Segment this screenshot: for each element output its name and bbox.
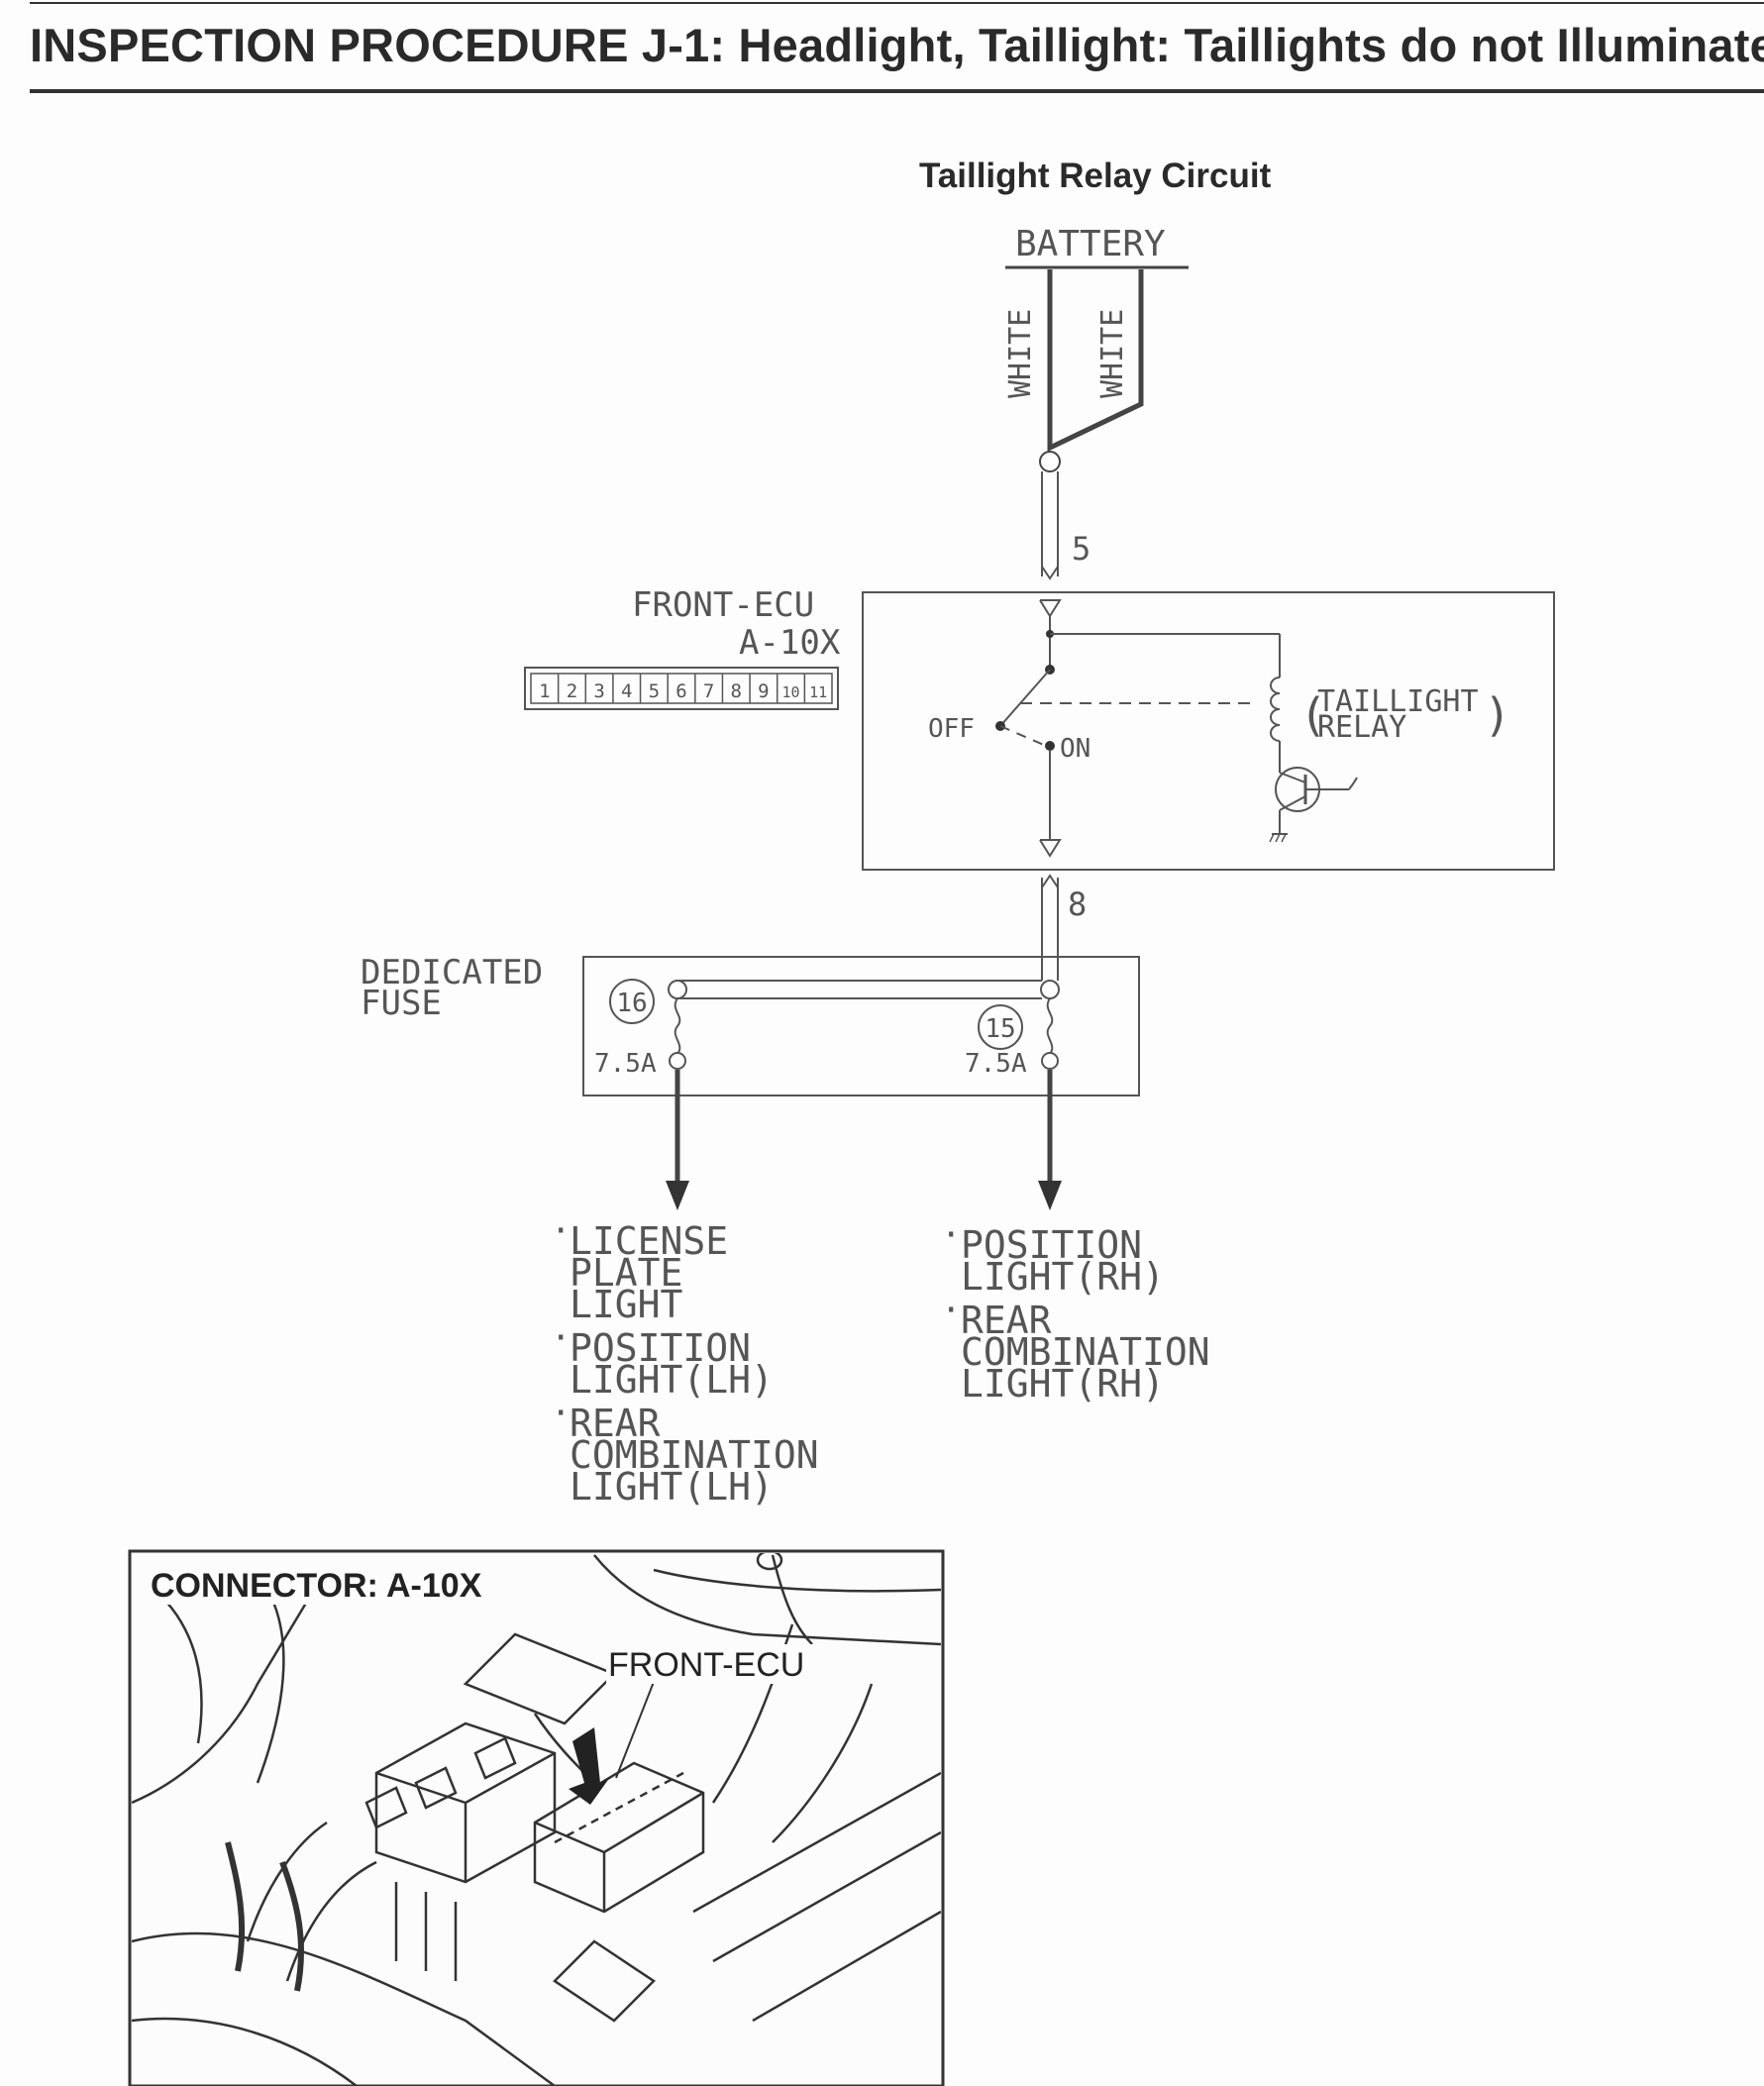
load-text: REAR <box>570 1402 661 1445</box>
load-text: COMBINATION <box>961 1330 1210 1374</box>
junction-node <box>1039 451 1061 472</box>
connector-pin-number: 4 <box>621 680 632 702</box>
header-rule-bottom <box>30 89 1764 93</box>
wire-label-right: WHITE <box>1095 309 1130 398</box>
page-title: INSPECTION PROCEDURE J-1: Headlight, Tai… <box>30 19 1764 71</box>
bullet-icon: · <box>941 1215 961 1255</box>
connector-pin-number: 10 <box>782 683 800 701</box>
connector-pin-number: 11 <box>809 683 827 701</box>
photo-title-backdrop <box>144 1561 520 1605</box>
connector-pointer-arrow-icon <box>569 1727 610 1805</box>
switch-blade <box>999 669 1051 727</box>
fuse-box-label-line2: FUSE <box>361 984 442 1023</box>
connector-pin-number: 5 <box>649 680 660 702</box>
load-text: COMBINATION <box>570 1433 819 1477</box>
loads-right: · POSITION LIGHT(RH) · REAR COMBINATION … <box>941 1215 1210 1406</box>
pin-5-marker <box>1041 566 1059 580</box>
dedicated-fuse-box <box>582 956 1140 1096</box>
front-ecu-box <box>862 591 1555 871</box>
pin-8-marker <box>1041 874 1059 888</box>
load-text: POSITION <box>961 1223 1142 1267</box>
fuse-15-terminal <box>1041 1052 1059 1070</box>
ground-icon <box>1269 833 1288 843</box>
ecu-input-marker <box>1039 599 1062 618</box>
photo-title: CONNECTOR: A-10X <box>151 1567 482 1605</box>
relay-driver-transistor <box>1275 767 1358 834</box>
load-text: LICENSE <box>570 1219 728 1263</box>
fuse-15-number: 15 <box>985 1014 1015 1044</box>
relay-label-line1: TAILLIGHT <box>1317 684 1479 719</box>
header-rule-top <box>30 2 1764 4</box>
fuse-bus-node-left <box>668 980 687 999</box>
relay-coil <box>1270 677 1281 742</box>
wire-label-left: WHITE <box>1003 309 1038 398</box>
load-text: POSITION <box>570 1326 751 1370</box>
fuse-15-number-circle <box>978 1004 1023 1050</box>
callout-backdrop <box>606 1644 824 1684</box>
load-text: LIGHT(RH) <box>961 1362 1165 1406</box>
bullet-icon: · <box>941 1291 961 1330</box>
pin-8-label: 8 <box>1068 886 1087 923</box>
connector-pin-number: 1 <box>539 680 550 702</box>
fuse-16-element <box>674 997 681 1055</box>
load-text: LIGHT(LH) <box>570 1358 774 1402</box>
connector-location-illustration: CONNECTOR: A-10X FRONT-ECU <box>128 1549 945 2086</box>
loads-left: · LICENSE PLATE LIGHT · POSITION LIGHT(L… <box>551 1211 819 1509</box>
load-text: LIGHT(RH) <box>961 1255 1165 1299</box>
battery-label: BATTERY <box>1015 224 1166 264</box>
switch-on-label: ON <box>1060 734 1090 764</box>
fuse-16-rating: 7.5A <box>594 1049 657 1079</box>
bullet-icon: · <box>551 1394 571 1433</box>
fuse-16-number-circle <box>609 979 655 1024</box>
callout-leader-line <box>615 1681 655 1779</box>
callout-label: FRONT-ECU <box>608 1646 804 1684</box>
ecu-connector-label: A-10X <box>739 623 841 663</box>
connector-pin-number: 8 <box>731 680 742 702</box>
connector-pin-number: 2 <box>567 680 577 702</box>
relay-bracket-right: ) <box>1484 688 1511 742</box>
arrow-left-icon <box>666 1181 689 1210</box>
fuse-16-number: 16 <box>616 989 647 1018</box>
fuse-box-label-line1: DEDICATED <box>361 953 543 992</box>
load-text: LIGHT(LH) <box>570 1465 774 1509</box>
arrow-right-icon <box>1038 1181 1062 1210</box>
fuse-16-terminal <box>669 1052 686 1070</box>
fuse-bus-node-right <box>1040 980 1060 999</box>
switch-off-label: OFF <box>928 714 975 744</box>
switch-on-contact <box>1045 741 1055 751</box>
pin-5-label: 5 <box>1072 530 1090 568</box>
bullet-icon: · <box>551 1211 571 1251</box>
bullet-icon: · <box>551 1318 571 1358</box>
fuse-15-rating: 7.5A <box>965 1049 1027 1079</box>
connector-pin-number: 9 <box>758 680 769 702</box>
ecu-output-marker <box>1039 839 1062 858</box>
connector-pin-number: 3 <box>593 680 604 702</box>
load-text: REAR <box>961 1299 1052 1342</box>
connector-pin-number: 6 <box>675 680 686 702</box>
switch-off-lead <box>999 725 1047 747</box>
connector-pin-number: 7 <box>703 680 714 702</box>
load-text: PLATE <box>570 1251 682 1295</box>
diagram-title: Taillight Relay Circuit <box>919 156 1272 195</box>
load-text: LIGHT <box>570 1283 682 1326</box>
battery-wire <box>1047 269 1144 452</box>
fuse-15-element <box>1046 997 1054 1055</box>
relay-bracket-left: ( <box>1299 688 1327 742</box>
relay-label-line2: RELAY <box>1317 710 1406 745</box>
ecu-name-label: FRONT-ECU <box>632 585 814 625</box>
